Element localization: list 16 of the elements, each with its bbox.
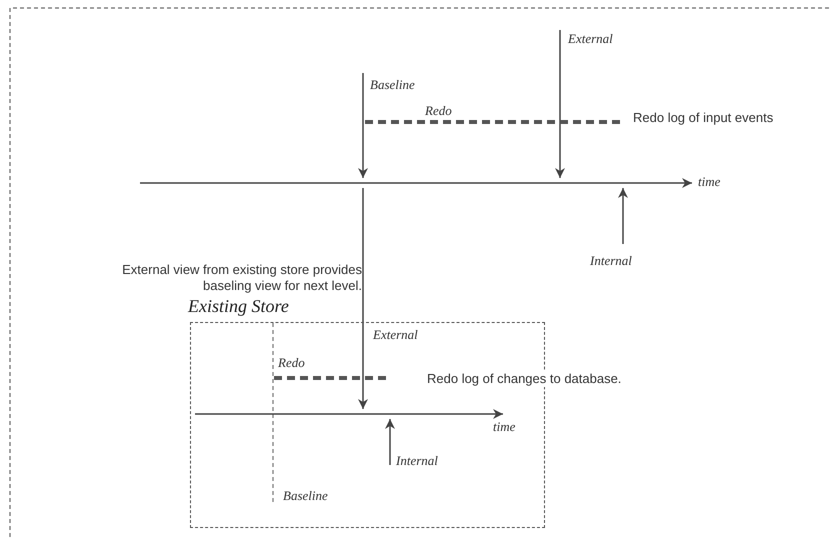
edge-label: External bbox=[373, 327, 418, 343]
frame-title: Existing Store bbox=[188, 296, 289, 317]
note-text: Redo log of changes to database. bbox=[427, 371, 622, 387]
arrow bbox=[618, 188, 628, 244]
note-text: Redo log of input events bbox=[633, 110, 774, 126]
edge-label: Internal bbox=[590, 253, 632, 269]
edge-label: Internal bbox=[396, 453, 438, 469]
arrow bbox=[358, 188, 368, 409]
arrow bbox=[385, 419, 395, 465]
arrow bbox=[358, 73, 368, 178]
edge-label: External bbox=[568, 31, 613, 47]
note-text: External view from existing store provides baseling view for next level. bbox=[122, 262, 362, 294]
axis-label: time bbox=[698, 174, 720, 190]
arrow bbox=[555, 30, 565, 178]
axis-label: time bbox=[493, 419, 516, 435]
edge-label: Baseline bbox=[370, 77, 415, 93]
